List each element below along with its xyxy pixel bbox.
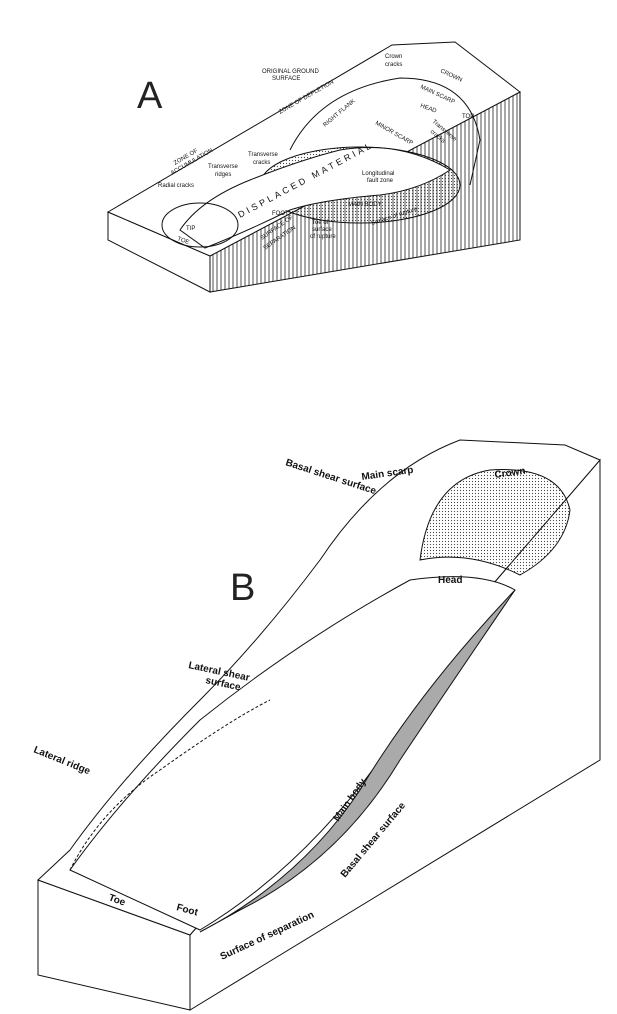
panel-b-slide-mass (69, 576, 516, 931)
panel-b-letter: B (230, 567, 255, 609)
panel-a-block-diagram (106, 41, 521, 293)
panel-b-block-diagram (37, 439, 601, 1011)
label-toe-of-surface-of-rupture: Toe of (312, 220, 329, 226)
label-foot: FOOT (272, 211, 289, 217)
label-top: TOP (462, 114, 474, 120)
label-toe-of-surface-of-rupture-3: of rupture (310, 234, 336, 240)
label-longitudinal-fault-zone-2: fault zone (367, 178, 394, 184)
panel-a-scarp (289, 77, 481, 186)
label-transverse-cracks: Transverse (248, 152, 278, 158)
label-radial-cracks: Radial cracks (158, 183, 194, 189)
label-tip: TIP (186, 226, 195, 232)
panel-a-letter: A (137, 75, 163, 117)
label-head: HEAD (419, 103, 437, 115)
label-transverse-ridges: Transverse (208, 164, 238, 170)
panel-b-lateral-ridge (69, 699, 271, 871)
label-transverse-cracks-2: cracks (253, 160, 270, 166)
label-crown-cracks: Crown (385, 54, 402, 60)
label-head-b: Head (438, 575, 462, 586)
label-crown-cracks-2: cracks (385, 62, 402, 68)
label-toe-of-surface-of-rupture-2: surface (312, 227, 332, 233)
label-original-ground-surface: ORIGINAL GROUND (262, 69, 319, 75)
label-longitudinal-fault-zone: Longitudinal (362, 171, 394, 177)
panel-a-toe-outline (161, 202, 239, 248)
label-lateral-ridge: Lateral ridge (32, 745, 92, 778)
panel-a-displaced-material (179, 147, 451, 249)
label-original-ground-surface-2: SURFACE (272, 76, 300, 82)
label-transverse-ridges-2: ridges (215, 172, 231, 178)
label-crown-b: Crown (494, 466, 526, 481)
label-main-body: MAIN BODY (348, 202, 382, 208)
panel-b-main-scarp (419, 469, 571, 576)
label-toe: TOE (176, 236, 190, 246)
panel-b-main-body-section (199, 589, 516, 933)
